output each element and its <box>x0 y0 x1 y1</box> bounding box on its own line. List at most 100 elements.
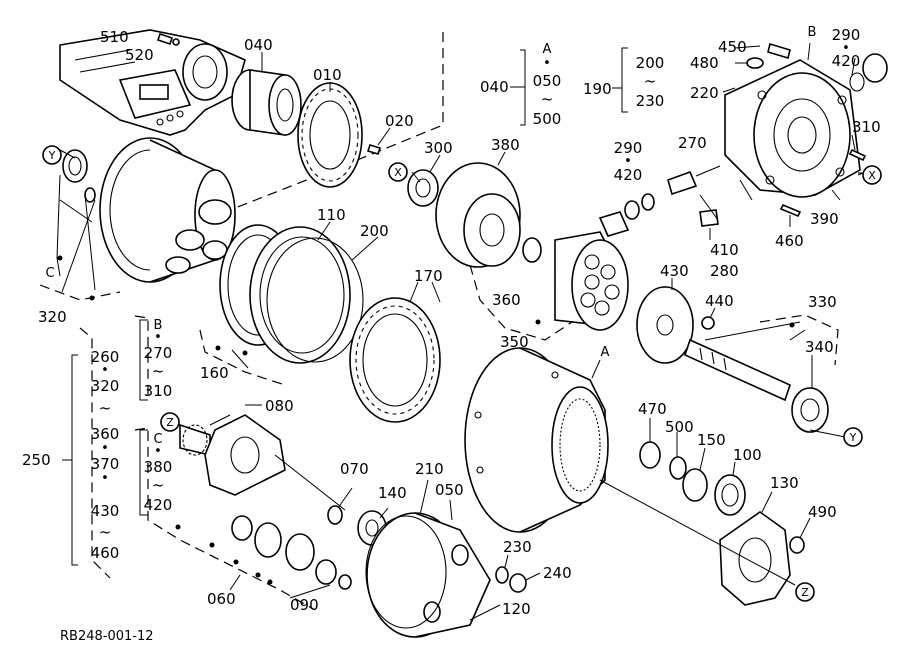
plug-480 <box>746 57 764 69</box>
label-210: 210 <box>415 460 444 478</box>
svg-text:~: ~ <box>99 523 112 541</box>
group-190-to: 230 <box>636 92 665 110</box>
svg-text:•: • <box>154 444 162 459</box>
label-310: 310 <box>852 118 881 136</box>
svg-text:~: ~ <box>152 476 165 494</box>
group-c: C • 380 ~ 420 <box>144 432 173 514</box>
group-040-from: 050 <box>533 72 562 90</box>
group-250-item-2: 360 <box>91 425 120 443</box>
washer-070 <box>327 505 343 525</box>
part-labels: 510 520 040 010 020 300 380 110 200 170 … <box>38 28 881 618</box>
label-110: 110 <box>317 206 346 224</box>
label-480: 480 <box>690 54 719 72</box>
ring-490 <box>789 536 805 554</box>
hub-320 <box>62 137 236 283</box>
label-150: 150 <box>697 431 726 449</box>
group-290-center-top: 290 <box>614 139 643 157</box>
svg-text:•: • <box>842 41 850 56</box>
label-020: 020 <box>385 112 414 130</box>
ball-440 <box>701 316 715 330</box>
label-390: 390 <box>810 210 839 228</box>
mounting-bracket <box>59 29 246 136</box>
label-360: 360 <box>492 291 521 309</box>
svg-text:~: ~ <box>644 72 657 90</box>
label-200: 200 <box>360 222 389 240</box>
sprocket-010 <box>297 82 363 188</box>
group-250-item-3: 370 <box>91 455 120 473</box>
label-160: 160 <box>200 364 229 382</box>
group-brackets <box>62 47 628 566</box>
reference-circles <box>42 145 882 602</box>
seal-210 <box>365 515 447 629</box>
svg-text:•: • <box>101 363 109 378</box>
ref-z-right: Z <box>801 586 809 599</box>
bearing-150 <box>682 468 708 502</box>
plug-410 <box>699 209 719 227</box>
label-470: 470 <box>638 400 667 418</box>
ring-500 <box>669 456 687 480</box>
bearing-300 <box>407 169 439 207</box>
svg-text:•: • <box>154 330 162 345</box>
label-430: 430 <box>660 262 689 280</box>
group-250-item-4: 430 <box>91 502 120 520</box>
label-510: 510 <box>100 28 129 46</box>
cover-050 <box>366 512 491 638</box>
ring-360 <box>522 237 542 263</box>
dot-markers <box>57 255 795 585</box>
label-230: 230 <box>503 538 532 556</box>
valve-cover <box>724 59 861 198</box>
group-190: 190 200 ~ 230 <box>583 54 664 110</box>
label-350: 350 <box>500 333 529 351</box>
label-170: 170 <box>414 267 443 285</box>
group-250: 250 260 • 320 ~ 360 • 370 • 430 ~ 460 <box>22 348 119 562</box>
ref-a-housing: A <box>601 345 610 360</box>
label-340: 340 <box>805 338 834 356</box>
group-040-head: 040 <box>480 78 509 96</box>
plug-290-right <box>849 53 888 92</box>
label-090: 090 <box>290 596 319 614</box>
group-190-from: 200 <box>636 54 665 72</box>
label-500: 500 <box>665 418 694 436</box>
valve-plate-380 <box>435 162 521 268</box>
thrust-plate-130 <box>719 511 791 606</box>
ref-b-cover: B <box>808 25 817 40</box>
reference-letters: Y X X Y Z Z C A B <box>45 25 876 599</box>
label-490: 490 <box>808 503 837 521</box>
label-380: 380 <box>491 136 520 154</box>
relief-valve-270 <box>598 165 721 237</box>
label-040: 040 <box>244 36 273 54</box>
svg-text:~: ~ <box>152 362 165 380</box>
label-120: 120 <box>502 600 531 618</box>
ref-y-right: Y <box>849 431 857 444</box>
ref-c-left: C <box>45 266 54 281</box>
pin-460 <box>779 203 802 218</box>
label-410: 410 <box>710 241 739 259</box>
group-040-to: 500 <box>533 110 562 128</box>
sun-gear-z-left <box>179 423 211 457</box>
label-270: 270 <box>678 134 707 152</box>
housing-a <box>464 347 609 533</box>
group-190-head: 190 <box>583 80 612 98</box>
label-240: 240 <box>543 564 572 582</box>
label-070: 070 <box>340 460 369 478</box>
label-050: 050 <box>435 481 464 499</box>
label-060: 060 <box>207 590 236 608</box>
svg-text:•: • <box>624 154 632 169</box>
washer-470 <box>639 441 661 469</box>
group-250-item-0: 260 <box>91 348 120 366</box>
label-520: 520 <box>125 46 154 64</box>
group-b-mark: B <box>154 318 163 333</box>
group-c-mark: C <box>153 432 162 447</box>
swash-plate-430 <box>636 286 694 364</box>
group-250-head: 250 <box>22 451 51 469</box>
cylinder-block-350 <box>554 231 629 331</box>
label-100: 100 <box>733 446 762 464</box>
group-c-to: 420 <box>144 496 173 514</box>
label-280: 280 <box>710 262 739 280</box>
figure-code: RB248-001-12 <box>60 629 154 644</box>
seal-rings-110-200 <box>219 224 364 364</box>
motor-cylinder-040 <box>231 69 302 136</box>
ref-z-left: Z <box>166 416 174 429</box>
plug-230-240 <box>495 566 527 593</box>
